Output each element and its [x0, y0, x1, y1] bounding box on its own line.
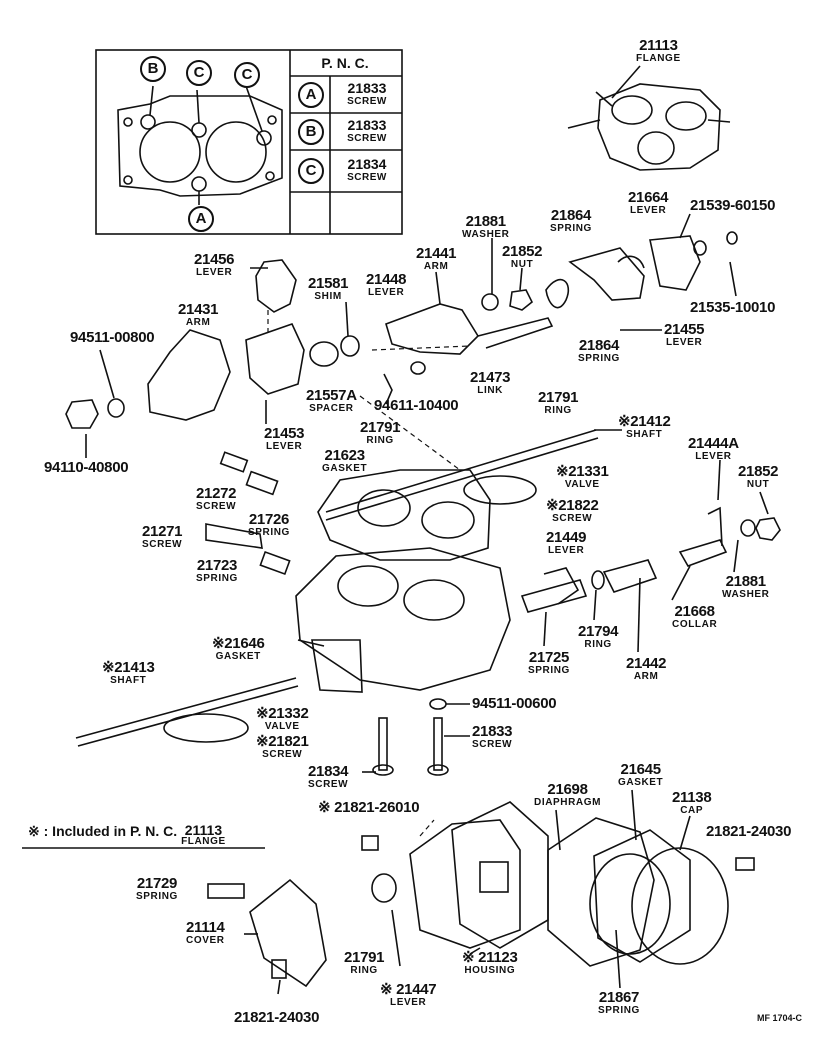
figure-code: MF 1704-C	[756, 1013, 802, 1023]
callout-21821-26010: ※ 21821-26010	[318, 799, 420, 816]
detail-mark-a: A	[188, 206, 214, 232]
callout-94511-00600: 94511-00600	[472, 695, 557, 712]
detail-mark-c2: C	[234, 62, 260, 88]
callout-94611-10400: 94611-10400	[374, 397, 459, 414]
pnc-table-header: P. N. C.	[321, 55, 369, 71]
pnc-key-a: A	[298, 82, 324, 108]
detail-box	[95, 49, 403, 235]
callout-21535-10010: 21535-10010	[690, 299, 776, 316]
callout-21539-60150: 21539-60150	[690, 197, 776, 214]
detail-mark-b: B	[140, 56, 166, 82]
callout-94511-00800: 94511-00800	[70, 329, 155, 346]
footnote-text: : Included in P. N. C.	[43, 823, 178, 839]
callout-94110-40800: 94110-40800	[44, 459, 129, 476]
pnc-key-c: C	[298, 158, 324, 184]
detail-mark-c1: C	[186, 60, 212, 86]
pnc-key-b: B	[298, 119, 324, 145]
footnote-mark: ※	[28, 823, 40, 839]
callout-21821-24030-b: 21821-24030	[234, 1009, 320, 1026]
callout-21821-24030-a: 21821-24030	[706, 823, 792, 840]
